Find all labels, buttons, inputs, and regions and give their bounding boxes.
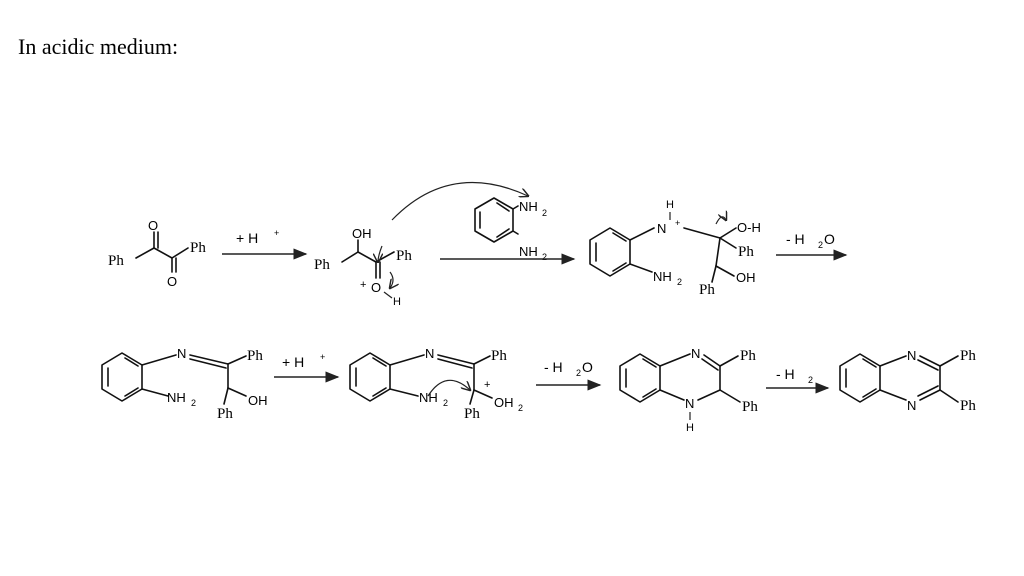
opd-sub-bottom: 2 <box>542 252 547 262</box>
reagent-minus-h2o-2: - H <box>544 359 563 375</box>
benzil-o-top: O <box>148 218 158 233</box>
prod-ph-top: Ph <box>960 348 976 364</box>
pb-h: H <box>393 296 401 308</box>
int1-h: H <box>666 199 674 211</box>
pi-oh2: OH <box>494 395 514 410</box>
reagent-sub-3: 2 <box>808 375 813 385</box>
reagent-charge: + <box>274 228 279 238</box>
imine-oh: OH <box>248 393 268 408</box>
int1-sub: 2 <box>677 277 682 287</box>
reagent-sub-2: 2 <box>576 368 581 378</box>
opd-sub-top: 2 <box>542 208 547 218</box>
pb-plus: + <box>360 279 366 291</box>
int1-nh2: NH <box>653 269 672 284</box>
reagent-o-1: O <box>824 231 835 247</box>
benzil-o-bottom: O <box>167 274 177 289</box>
dhq-h: H <box>686 422 694 434</box>
pb-ph-left: Ph <box>314 257 330 273</box>
pi-ph-bottom: Ph <box>464 406 480 422</box>
int1-n: N <box>657 221 666 236</box>
prod-ph-bottom: Ph <box>960 398 976 414</box>
pb-oh: OH <box>352 226 372 241</box>
opd-nh2-bottom: NH <box>519 244 538 259</box>
reagent-plus-h: + H <box>236 230 258 246</box>
pi-ph-top: Ph <box>491 348 507 364</box>
int1-oh-bottom: OH <box>736 270 756 285</box>
protonated-benzil: Ph OH + O H Ph <box>314 181 528 308</box>
pi-sub: 2 <box>443 398 448 408</box>
dihydroquinoxaline: N Ph N H Ph <box>619 346 758 434</box>
arrow-oxidation: - H 2 <box>766 366 830 394</box>
carbinolamine-intermediate: NH 2 H N + O-H Ph OH Ph <box>589 199 761 298</box>
pi-oh2-sub: 2 <box>518 403 523 413</box>
benzil-ph-right: Ph <box>190 240 206 256</box>
dhq-ph-bottom: Ph <box>742 399 758 415</box>
opd-nh2-top: NH <box>519 199 538 214</box>
imine-n: N <box>177 346 186 361</box>
int1-ph-bottom: Ph <box>699 282 715 298</box>
arrow-protonation-1: + H + <box>222 228 308 260</box>
pi-plus: + <box>484 379 490 391</box>
imine-ph-top: Ph <box>247 348 263 364</box>
int1-ph-right: Ph <box>738 244 754 260</box>
imine-ph-bottom: Ph <box>217 406 233 422</box>
imine-nh2: NH <box>167 390 186 405</box>
imine-intermediate: N Ph NH 2 OH Ph <box>101 346 268 422</box>
dhq-n-bottom: N <box>685 396 694 411</box>
int1-plus: + <box>675 218 680 228</box>
dhq-ph-top: Ph <box>740 348 756 364</box>
o-phenylenediamine: NH 2 NH 2 <box>474 197 547 262</box>
benzil-molecule: Ph O O Ph <box>108 218 206 289</box>
reagent-minus-h2: - H <box>776 366 795 382</box>
reagent-plus-h-2: + H <box>282 354 304 370</box>
prod-n-top: N <box>907 348 916 363</box>
reagent-sub-1: 2 <box>818 240 823 250</box>
arrow-dehydration-1: - H 2 O <box>776 231 848 261</box>
pi-nh2: NH <box>419 390 438 405</box>
int1-oh-top: O-H <box>737 220 761 235</box>
page-title: In acidic medium: <box>18 34 179 59</box>
pb-ph-right: Ph <box>396 248 412 264</box>
prod-n-bottom: N <box>907 398 916 413</box>
benzil-ph-left: Ph <box>108 253 124 269</box>
dhq-n-top: N <box>691 346 700 361</box>
pi-n: N <box>425 346 434 361</box>
pb-o: O <box>371 280 381 295</box>
protonated-imine: N Ph NH 2 + OH 2 Ph <box>349 346 523 422</box>
reagent-o-2: O <box>582 359 593 375</box>
imine-sub: 2 <box>191 398 196 408</box>
reagent-minus-h2o-1: - H <box>786 231 805 247</box>
reagent-charge-2: + <box>320 352 325 362</box>
arrow-dehydration-2: - H 2 O <box>536 359 602 391</box>
arrow-protonation-2: + H + <box>274 352 340 383</box>
diphenylquinoxaline-product: N Ph N Ph <box>839 348 976 414</box>
